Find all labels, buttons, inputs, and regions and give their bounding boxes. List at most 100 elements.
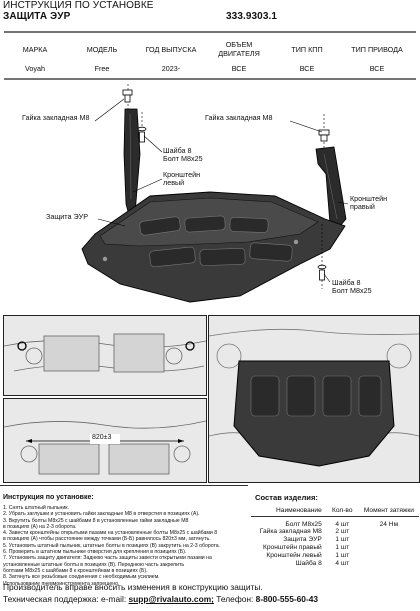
leader-lines — [94, 98, 349, 283]
support-phone[interactable]: 8-800-555-60-43 — [255, 594, 319, 604]
parts-row: Гайка закладная М8 2 шт — [251, 528, 419, 536]
left-nut-drawing — [122, 84, 133, 109]
cell-model: Free — [94, 63, 110, 73]
photo-step-bottom-left: 820±3 — [3, 398, 207, 483]
support-email-link[interactable]: supp@rivalauto.com; — [128, 594, 214, 604]
cell-brand: Voyah — [25, 63, 45, 73]
part-name: Шайба 8 — [295, 560, 322, 567]
callout-bracket-right-line1: Кронштейн — [350, 194, 388, 203]
photo-step-top-left — [3, 315, 207, 396]
callout-bracket-right-line2: правый — [350, 202, 375, 212]
photo-installed-guard — [208, 315, 420, 483]
instruction-line: в позициях (А) на 2-3 оборота. — [3, 523, 77, 530]
part-qty: 2 шт — [335, 528, 350, 535]
cell-engine: ВСЕ — [231, 63, 247, 73]
callout-washer-bolt-left: Шайба 8 Болт М8х25 — [163, 146, 203, 164]
col-model: МОДЕЛЬ — [86, 44, 118, 54]
instruction-line: 6. Проверить в штатном пыльнике отверсти… — [3, 549, 187, 556]
part-torque — [359, 536, 419, 544]
document-title: ИНСТРУКЦИЯ ПО УСТАНОВКЕ — [3, 0, 154, 11]
email-label: e-mail: — [101, 594, 127, 604]
callout-bracket-left-line1: Кронштейн — [163, 170, 201, 179]
instructions-section: Инструкция по установке: 1. Снять штатны… — [0, 485, 248, 587]
callout-bolt-bottom: Болт М8х25 — [332, 286, 372, 296]
right-nut-drawing — [318, 114, 330, 149]
parts-row: Болт М8х25 4 шт 24 Нм — [251, 516, 419, 528]
col-engine: ОБЪЕМ ДВИГАТЕЛЯ — [218, 40, 260, 58]
part-name: Кронштейн левый — [266, 552, 322, 559]
parts-title: Состав изделия: — [255, 493, 318, 502]
col-drive: ТИП ПРИВОДА — [351, 44, 403, 54]
part-number: 333.9303.1 — [226, 11, 278, 22]
instruction-line: 8. Затянуть все резьбовые соединения с н… — [3, 574, 160, 581]
parts-header-qty: Кол-во — [332, 507, 353, 515]
part-name: Защита ЭУР — [283, 536, 322, 543]
photo-underbody-installed — [209, 316, 419, 482]
callout-bracket-left-line2: левый — [163, 178, 185, 188]
part-qty: 1 шт — [335, 536, 350, 543]
product-title: ЗАЩИТА ЭУР — [3, 11, 71, 22]
instruction-line: 1. Снять штатный пыльник. — [3, 505, 70, 511]
part-name: Болт М8х25 — [285, 520, 322, 528]
part-torque: 24 Нм — [379, 520, 399, 528]
exploded-assembly-diagram — [81, 84, 349, 303]
part-torque — [359, 552, 419, 560]
parts-table: Наименование Кол-во Момент затяжки Болт … — [251, 506, 419, 568]
phone-label: Телефон: — [216, 594, 254, 604]
dimension-label: 820±3 — [92, 434, 112, 441]
parts-section: Состав изделия: Наименование Кол-во Моме… — [251, 489, 419, 577]
spec-table: МАРКА МОДЕЛЬ ГОД ВЫПУСКА ОБЪЕМ ДВИГАТЕЛЯ… — [4, 37, 414, 75]
part-torque — [359, 528, 419, 536]
part-name: Кронштейн правый — [263, 544, 322, 551]
left-bracket-drawing — [123, 108, 141, 220]
spec-table-wrap: МАРКА МОДЕЛЬ ГОД ВЫПУСКА ОБЪЕМ ДВИГАТЕЛЯ… — [4, 29, 416, 83]
callout-guard: Защита ЭУР — [46, 212, 88, 221]
parts-row: Кронштейн левый 1 шт — [251, 552, 419, 560]
instruction-line: 3. Вкрутить болты М8х25 с шайбами 8 в ус… — [3, 517, 189, 524]
parts-row: Кронштейн правый 1 шт — [251, 544, 419, 552]
parts-row: Шайба 8 4 шт — [251, 560, 419, 568]
right-bracket-drawing — [315, 146, 347, 227]
callout-washer-bottom: Шайба 8 — [332, 278, 361, 287]
callout-bracket-left: Кронштейн левый — [163, 170, 201, 188]
guard-plate-drawing — [81, 191, 346, 303]
part-qty: 1 шт — [335, 552, 350, 559]
instructions-title: Инструкция по установке: — [3, 494, 94, 501]
col-brand: МАРКА — [22, 44, 48, 54]
cell-gearbox: ВСЕ — [299, 63, 315, 73]
instruction-line: в позициях (А) чтобы расстояние между то… — [3, 536, 211, 543]
instruction-line: 4. Завести кронштейны открытыми пазами н… — [3, 530, 218, 537]
callout-bolt: Болт М8х25 — [163, 154, 203, 164]
photo-underbody-1 — [4, 316, 206, 395]
col-gearbox: ТИП КПП — [291, 44, 323, 54]
support-label: Техническая поддержка: — [3, 594, 99, 604]
part-qty: 4 шт — [335, 560, 350, 567]
footer-support: Техническая поддержка: e-mail: supp@riva… — [3, 594, 318, 605]
instructions-list: 1. Снять штатный пыльник. 2. Убрать загл… — [3, 505, 220, 587]
photo-underbody-2 — [4, 399, 206, 482]
part-qty: 1 шт — [335, 544, 350, 551]
instruction-line: 2. Убрать заглушки и установить гайки за… — [3, 511, 200, 518]
cell-year: 2023- — [161, 63, 181, 73]
col-year: ГОД ВЫПУСКА — [145, 44, 197, 54]
instruction-line: Использование пневмоинструмента запрещен… — [3, 580, 120, 587]
parts-header-torque: Момент затяжки — [363, 507, 414, 515]
instruction-line: установленные штатные болты в позициях (… — [3, 561, 185, 568]
part-torque — [359, 544, 419, 552]
left-washer-bolt-drawing — [137, 112, 147, 144]
callout-nut-right: Гайка закладная М8 — [205, 113, 273, 122]
callout-washer: Шайба 8 — [163, 146, 192, 155]
part-qty: 4 шт — [335, 520, 350, 528]
instruction-line: 5. Установить штатный пыльник, штатные б… — [3, 542, 221, 549]
callout-washer-bolt-bottom: Шайба 8 Болт М8х25 — [332, 278, 372, 296]
callout-nut-left: Гайка закладная М8 — [22, 113, 90, 122]
instruction-line: 7. Установить защиту двигателя: Заднюю ч… — [3, 555, 212, 562]
part-torque — [359, 560, 419, 568]
part-name: Гайка закладная М8 — [259, 528, 322, 535]
instruction-line: болтами М8х25 с шайбами 8 к кронштейнам … — [3, 567, 148, 574]
cell-drive: ВСЕ — [369, 63, 385, 73]
spec-table-border — [4, 31, 416, 80]
callout-bracket-right: Кронштейн правый — [350, 194, 388, 212]
parts-row: Защита ЭУР 1 шт — [251, 536, 419, 544]
parts-header-name: Наименование — [276, 507, 322, 515]
